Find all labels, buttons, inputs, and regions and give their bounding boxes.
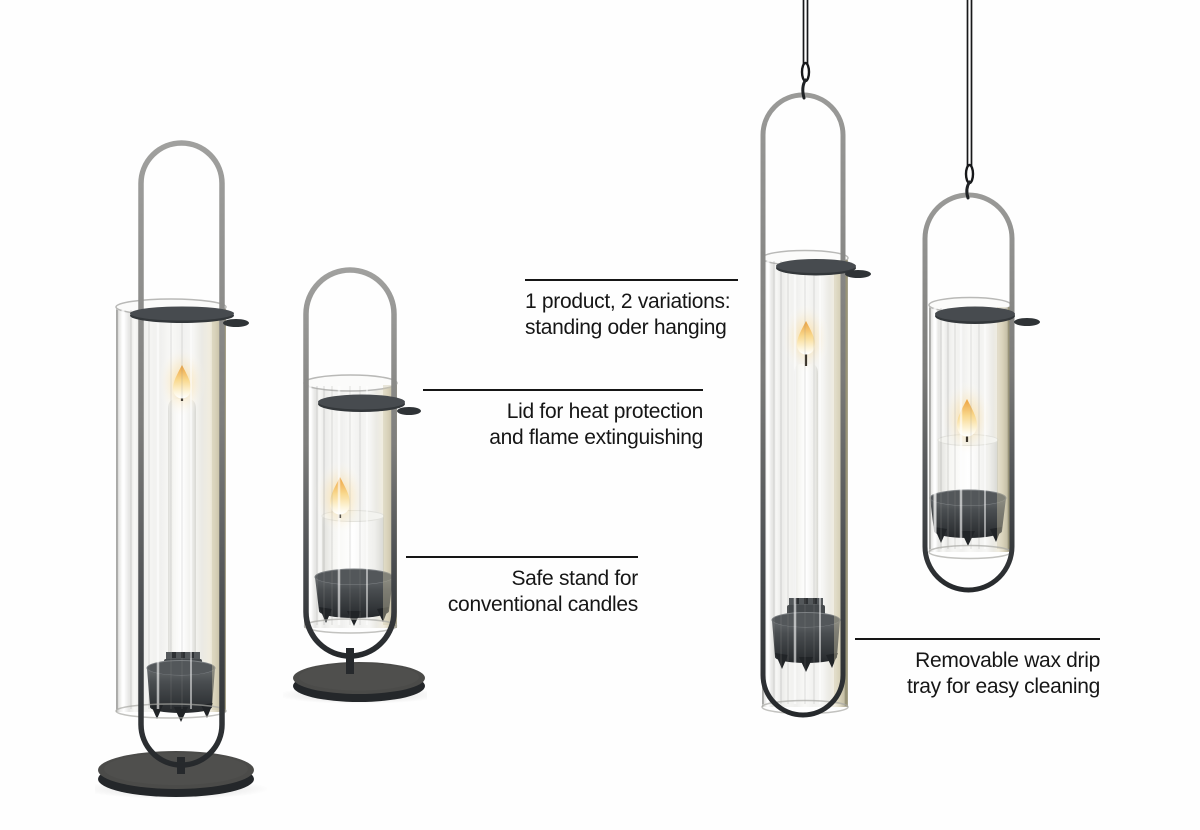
callout-line-2: standing oder hanging — [525, 316, 727, 339]
lid — [776, 259, 871, 278]
callout-safe-stand: Safe stand for conventional candles — [406, 556, 638, 618]
hanging-lantern-short-illustration — [922, 0, 1040, 593]
tray-foot — [174, 707, 188, 722]
flame — [782, 302, 830, 374]
lid-tab — [397, 407, 421, 415]
wax-drip-tray — [771, 612, 841, 672]
wax-drip-tray — [146, 660, 216, 722]
callout-text: Lid for heat protection and flame exting… — [423, 399, 703, 451]
callout-line-2: and flame extinguishing — [489, 426, 703, 449]
callout-variations: 1 product, 2 variations: standing oder h… — [525, 279, 738, 341]
callout-line-1: Lid for heat protection — [506, 400, 704, 423]
taper-candle — [168, 399, 196, 666]
callout-line-1: Removable wax drip — [915, 649, 1100, 672]
callout-line-2: conventional candles — [447, 593, 638, 616]
hanging-lantern-tall-illustration — [760, 0, 871, 718]
base-stem — [346, 648, 354, 674]
lid-tab — [1014, 318, 1040, 326]
hanging-cord — [800, 0, 811, 100]
lid — [935, 306, 1040, 326]
standing-lantern-tall-illustration — [95, 140, 267, 799]
lid — [318, 394, 421, 415]
callout-line-1: 1 product, 2 variations: — [525, 290, 731, 313]
tray-foot — [150, 703, 163, 719]
tray-foot — [319, 607, 332, 623]
callout-text: Safe stand for conventional candles — [406, 566, 638, 618]
tray-foot — [934, 527, 947, 543]
tray-foot — [799, 657, 813, 672]
callout-rule — [423, 389, 703, 391]
callout-text: 1 product, 2 variations: standing oder h… — [525, 289, 738, 341]
flame — [158, 346, 206, 418]
lid — [130, 306, 249, 327]
hook — [965, 180, 971, 200]
hanging-cord — [964, 0, 975, 200]
taper-candle — [794, 364, 818, 622]
callout-line-1: Safe stand for — [511, 567, 638, 590]
standing-lantern-short-illustration — [283, 267, 427, 704]
callout-rule — [855, 638, 1100, 640]
tray-foot — [377, 607, 389, 622]
tray-foot — [775, 653, 788, 669]
glass-reflections — [928, 307, 1012, 560]
hook — [801, 78, 807, 100]
tray-foot — [826, 653, 838, 668]
base-disc — [98, 751, 254, 797]
tray-foot — [961, 531, 975, 546]
frame-loop — [138, 140, 225, 768]
lid-tab — [845, 270, 871, 278]
base-disc — [293, 648, 425, 702]
callout-lid: Lid for heat protection and flame exting… — [423, 389, 703, 451]
wax-drip-tray — [929, 489, 1007, 546]
callout-rule — [406, 556, 638, 558]
callout-rule — [525, 279, 738, 281]
glass-reflections — [761, 260, 849, 715]
flame — [941, 380, 993, 456]
callout-line-2: tray for easy cleaning — [906, 675, 1100, 698]
tray-foot — [990, 527, 1002, 542]
callout-text: Removable wax drip tray for easy cleanin… — [855, 648, 1100, 700]
frame-loop — [303, 267, 397, 659]
wax-drip-tray — [314, 568, 394, 626]
callout-wax-tray: Removable wax drip tray for easy cleanin… — [855, 638, 1100, 700]
lid-tab — [223, 319, 249, 327]
